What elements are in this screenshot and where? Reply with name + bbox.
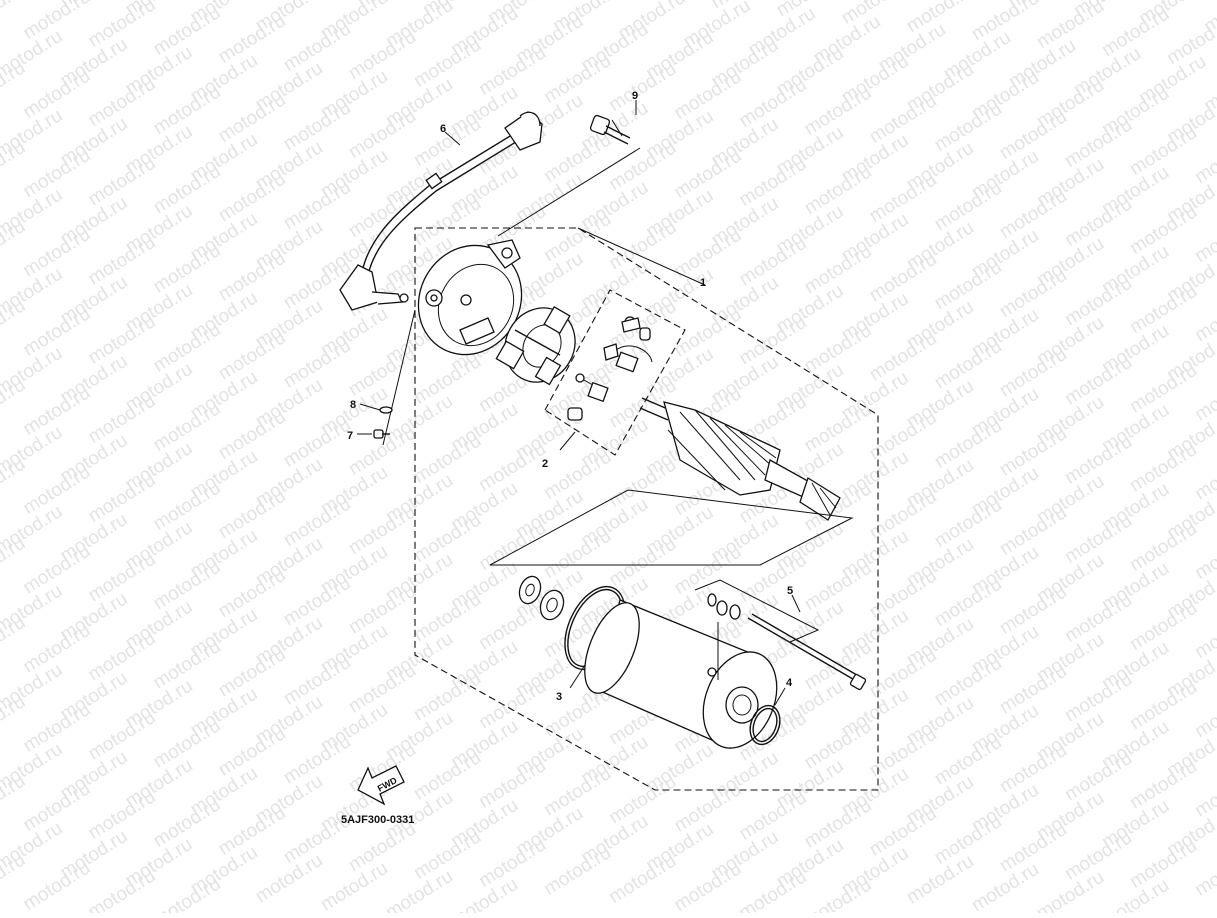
armature (639, 397, 841, 521)
callout-1: 1 (700, 277, 706, 289)
assembly-outline (414, 227, 879, 791)
callout-4: 4 (786, 677, 793, 689)
callout-6: 6 (440, 123, 446, 135)
callout-5: 5 (787, 585, 793, 597)
o-ring-4 (749, 687, 786, 746)
callout-2: 2 (542, 458, 548, 470)
brush-holder-box (544, 289, 686, 456)
callout-9: 9 (632, 90, 638, 102)
callout-7: 7 (347, 430, 353, 442)
callout-8: 8 (350, 399, 356, 411)
yoke-housing (584, 599, 778, 749)
washer-group-outline (489, 489, 854, 566)
washers (518, 575, 565, 621)
screw-7-washer-8 (357, 309, 416, 446)
brush-set (567, 316, 653, 421)
diagram-code: 5AJF300-0331 (341, 814, 414, 826)
callout-labels: 1 2 3 4 5 6 7 8 9 (347, 90, 793, 703)
brush-plate (495, 305, 576, 386)
lead-wire (339, 111, 543, 311)
watermark-text: motod.ru (150, 873, 225, 913)
end-cover (417, 239, 523, 356)
watermark-text: motod.ru (801, 874, 876, 913)
through-bolts (694, 579, 867, 691)
bolt-9 (497, 100, 641, 237)
callout-3: 3 (556, 691, 562, 703)
